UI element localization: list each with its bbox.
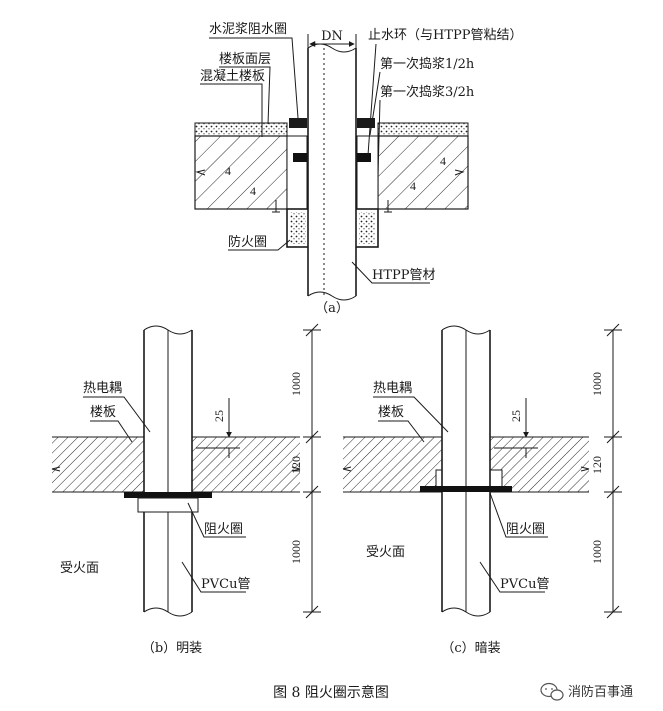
break-mark-left: [195, 169, 206, 176]
htpp-pipe: [307, 43, 357, 301]
watermark: 消防百事通: [540, 682, 633, 701]
anchor-left: [272, 200, 280, 213]
label-thermocouple-b: 热电耦: [83, 381, 122, 396]
svg-text:4: 4: [225, 164, 231, 178]
label-thermocouple-c: 热电耦: [373, 381, 412, 396]
pvcu-pipe-b: [143, 325, 193, 617]
diagram-a: 4 4 4 4 DN 水泥浆阻水圈 楼板面层 混凝土楼板: [194, 22, 523, 316]
caption-a: （a）: [315, 301, 349, 316]
svg-text:4: 4: [410, 179, 416, 193]
concrete-slab-left: [194, 135, 288, 210]
diagram-c: 25 1000 120 1000 热电耦 楼板 阻火圈 受火面 PVCu管 （c…: [342, 323, 622, 656]
fire-collar-c: [420, 486, 512, 492]
floor-surface-layer-left: [194, 122, 288, 137]
label-fire-collar-c: 阻火圈: [506, 522, 545, 537]
dim-c-offset: 25: [509, 410, 523, 422]
anchor-right: [384, 200, 392, 213]
fire-collar-b: [124, 492, 212, 498]
dim-c-slab: 120: [590, 456, 604, 474]
break-mark-right: [454, 169, 465, 176]
caption-b: （b）明装: [142, 641, 202, 656]
dim-b-bottom: 1000: [289, 540, 303, 564]
cement-ring-left: [289, 118, 307, 128]
wechat-icon: [540, 682, 564, 701]
label-fire-side-b: 受火面: [60, 561, 99, 576]
svg-text:4: 4: [250, 184, 256, 198]
label-slab-b: 楼板: [90, 405, 116, 420]
dim-c-bottom: 1000: [590, 540, 604, 564]
water-stop-ring-right: [357, 153, 371, 162]
label-pipe-c: PVCu管: [500, 577, 549, 592]
dim-b-slab: 120: [289, 456, 303, 474]
figure-title: 图 8 阻火圈示意图: [273, 684, 389, 701]
label-second-grout: 第一次捣浆3/2h: [380, 84, 475, 100]
label-floor-surface: 楼板面层: [219, 52, 271, 67]
grout-fill-left: [286, 135, 308, 210]
watermark-text: 消防百事通: [568, 684, 633, 700]
dim-b-offset: 25: [212, 410, 226, 422]
concrete-slab-right: [377, 135, 469, 210]
label-fire-collar-a: 防火圈: [228, 234, 267, 250]
label-pipe-b: PVCu管: [201, 577, 250, 592]
dim-b-top: 1000: [289, 372, 303, 396]
water-stop-ring-left: [293, 153, 307, 162]
label-water-stop-ring: 止水环（与HTPP管粘结）: [368, 28, 523, 43]
grout-fill-right: [356, 135, 379, 210]
cement-ring-right: [357, 118, 375, 128]
label-first-grout: 第一次捣浆1/2h: [380, 56, 475, 72]
dn-label: DN: [321, 29, 343, 44]
floor-surface-layer-right: [377, 122, 469, 137]
label-slab-c: 楼板: [378, 405, 404, 420]
label-htpp-pipe: HTPP管材: [372, 268, 436, 283]
svg-text:4: 4: [440, 154, 446, 168]
caption-c: （c）暗装: [441, 641, 500, 656]
diagram-b: 25 1000 120 1000 热电耦 楼板 阻火圈 受火面 PVCu管 （b…: [51, 323, 321, 656]
label-concrete-slab: 混凝土楼板: [200, 68, 265, 84]
pvcu-pipe-c: [441, 325, 491, 617]
label-fire-side-c: 受火面: [366, 545, 405, 560]
label-cement-ring: 水泥浆阻水圈: [209, 22, 287, 37]
dim-c-top: 1000: [590, 372, 604, 396]
label-fire-collar-b: 阻火圈: [204, 522, 243, 537]
